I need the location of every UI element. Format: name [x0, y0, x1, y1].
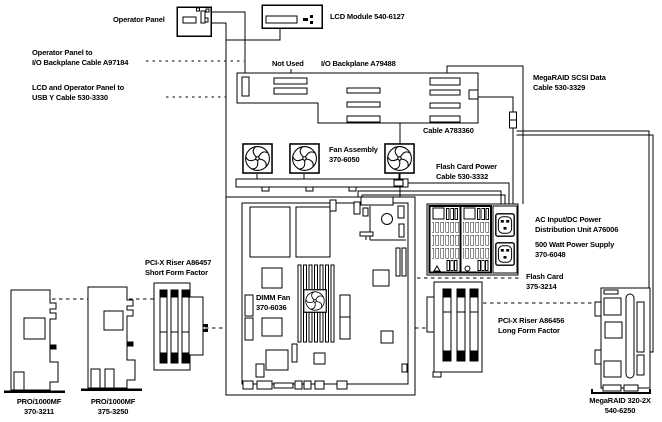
riser-long-label: PCI-X Riser A86456 Long Form Factor	[498, 316, 565, 335]
nic-card-1-label: PRO/1000MF 370-3211	[16, 397, 62, 416]
nic-card-1	[4, 289, 65, 393]
megaraid-card	[591, 287, 651, 394]
dimm-fan-label: DIMM Fan 370-6036	[256, 293, 291, 312]
power-supply-unit	[426, 203, 519, 276]
io-backplane-label: I/O Backplane A79488	[321, 59, 396, 68]
lcd-module-icon	[261, 4, 323, 29]
megaraid-cable-label: MegaRAID SCSI Data Cable 530-3329	[533, 73, 606, 92]
nic-card-2-label: PRO/1000MF 375-3250	[90, 397, 136, 416]
fan-assembly-label: Fan Assembly 370-6050	[329, 145, 378, 164]
board-bottom-connectors	[242, 363, 408, 390]
ac-power-unit-label: AC Input/DC Power Distribution Unit A760…	[535, 215, 619, 234]
lcd-module-label: LCD Module 540-6127	[330, 12, 405, 21]
fan-assembly	[235, 143, 415, 192]
lcd-usb-cable-label: LCD and Operator Panel to USB Y Cable 53…	[32, 83, 125, 102]
usb-glyph-icon	[303, 15, 313, 24]
pcix-riser-long	[426, 281, 483, 378]
motherboard	[225, 196, 416, 396]
nic-card-2	[81, 286, 142, 391]
cable-a783360-label: Cable A783360	[423, 126, 474, 135]
io-backplane	[236, 72, 479, 124]
operator-panel-icon	[176, 6, 212, 37]
flash-power-cable-label: Flash Card Power Cable 530-3332	[436, 162, 497, 181]
power-supply-label: 500 Watt Power Supply 370-6048	[535, 240, 615, 259]
op-io-cable-label: Operator Panel to I/O Backplane Cable A9…	[32, 48, 129, 67]
riser-short-label: PCI-X Riser A86457 Short Form Factor	[145, 258, 212, 277]
service-processor-area	[359, 205, 406, 241]
operator-panel-label: Operator Panel	[113, 15, 165, 24]
pcix-riser-short	[153, 282, 204, 371]
megaraid-card-label: MegaRAID 320-2X 540-6250	[589, 396, 651, 415]
not-used-label: Not Used	[272, 59, 304, 68]
flash-card-label: Flash Card 375-3214	[526, 272, 564, 291]
dimm-fan-icon	[303, 289, 327, 313]
